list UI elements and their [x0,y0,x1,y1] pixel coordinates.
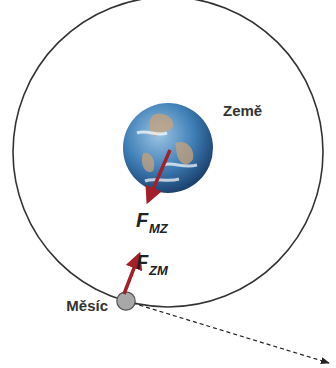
force-arrow-mz [148,150,170,201]
earth-node: Země [123,103,213,193]
node-label: Měsíc [66,297,108,314]
node-label: Země [223,102,262,119]
force-symbol: F [136,210,148,230]
moon-node: Měsíc [116,291,136,311]
moon-body [116,291,136,311]
force-subscript: ZM [149,264,168,277]
force-symbol: F [136,252,148,272]
force-subscript: MZ [149,222,168,235]
orbit-circle [13,0,323,307]
velocity-arrow [126,301,329,363]
earth-globe [123,103,213,193]
